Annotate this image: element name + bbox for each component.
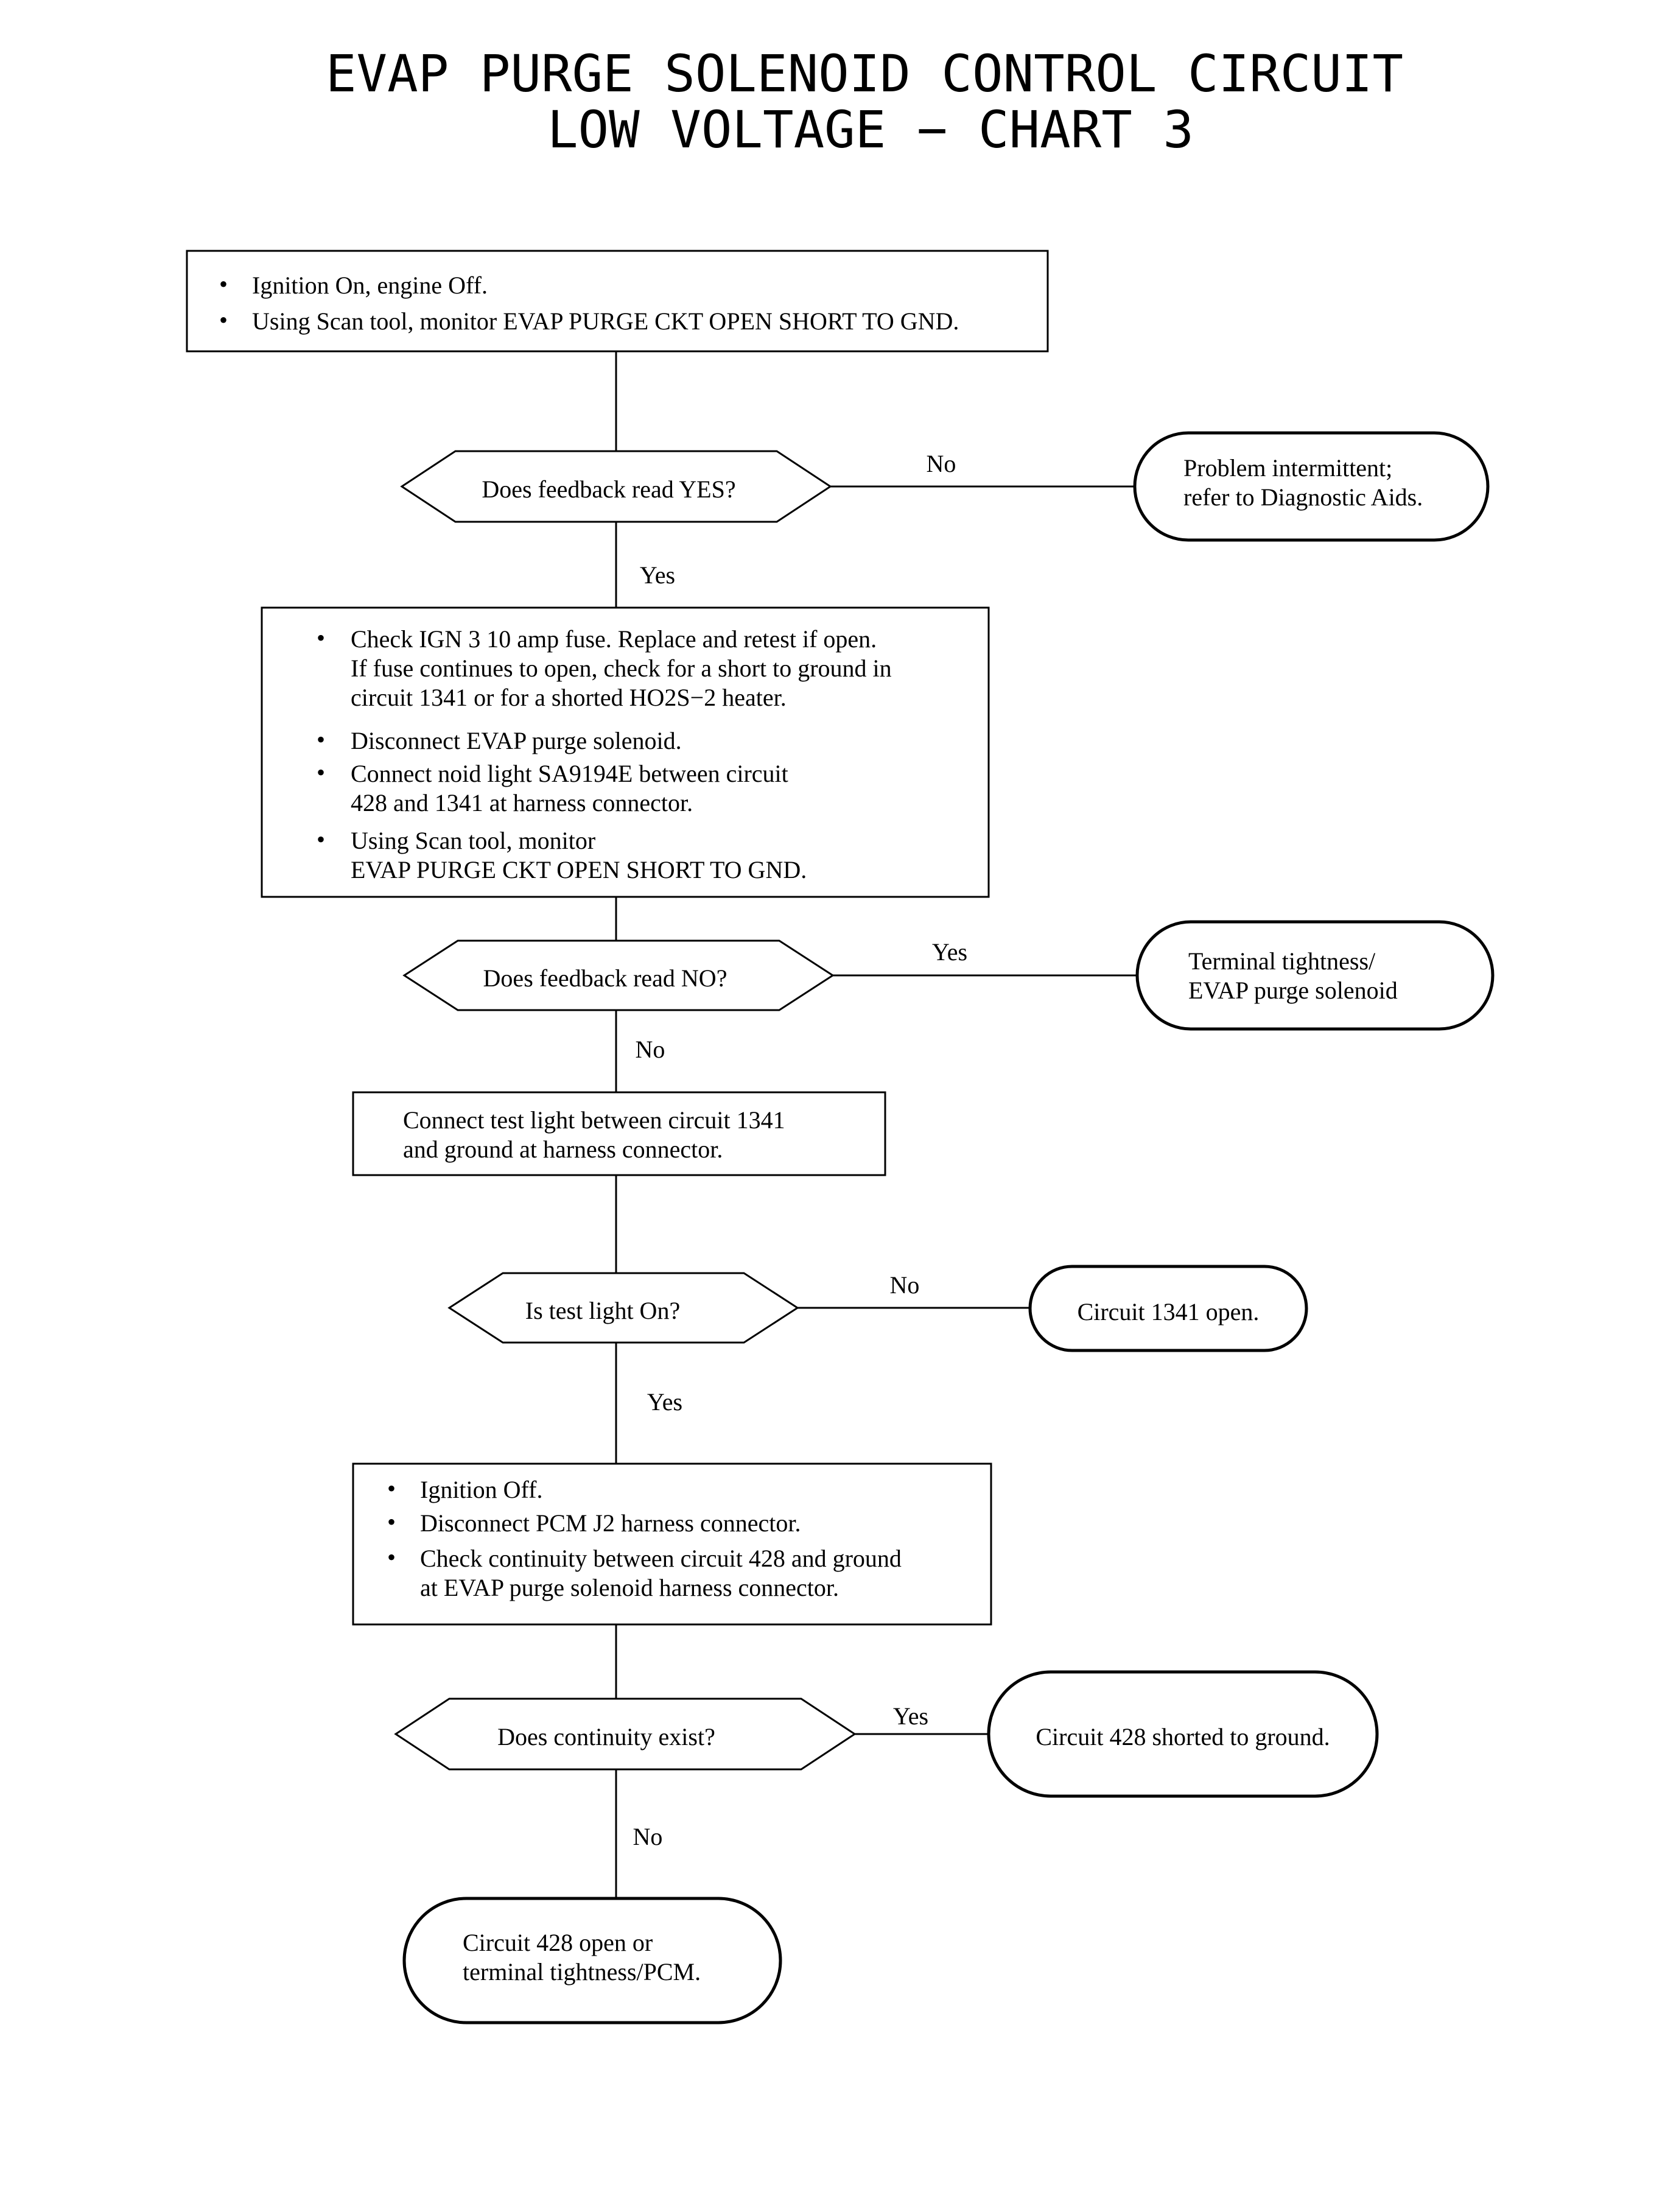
step-box-3-frame	[352, 1091, 886, 1176]
outcome-terminal-1-frame	[1133, 431, 1490, 542]
bullet-glyph: •	[387, 1475, 396, 1502]
decision-4-question: Does continuity exist?	[497, 1723, 715, 1750]
step-box-2: • Check IGN 3 10 amp fuse. Replace and r…	[261, 606, 990, 898]
bullet-glyph: •	[219, 270, 228, 298]
step-2-item-3-line-2: 428 and 1341 at harness connector.	[351, 789, 693, 816]
outcome-terminal-2-frame	[1135, 920, 1495, 1031]
step-3-line-2: and ground at harness connector.	[403, 1136, 723, 1163]
connectors	[615, 351, 1137, 1898]
outcome-2-line-1: Terminal tightness/	[1188, 947, 1376, 975]
branch-label-d4-no: No	[633, 1823, 663, 1850]
outcome-5-line-2: terminal tightness/PCM.	[463, 1958, 701, 1986]
outcome-3-line-1: Circuit 1341 open.	[1078, 1298, 1260, 1325]
bullet-glyph: •	[317, 759, 325, 786]
branch-label-d2-no: No	[636, 1036, 665, 1063]
step-4-item-2: Disconnect PCM J2 harness connector.	[420, 1509, 801, 1537]
step-2-item-1-line-1: Check IGN 3 10 amp fuse. Replace and ret…	[351, 625, 877, 653]
decision-1-question: Does feedback read YES?	[482, 476, 735, 503]
chart-title-line-1: EVAP PURGE SOLENOID CONTROL CIRCUIT	[326, 44, 1403, 104]
decision-1: Does feedback read YES?	[400, 450, 832, 523]
branch-label-d4-yes: Yes	[893, 1702, 928, 1730]
step-4-item-3-line-2: at EVAP purge solenoid harness connector…	[420, 1574, 839, 1601]
decision-3: Is test light On?	[447, 1272, 799, 1344]
outcome-1-line-2: refer to Diagnostic Aids.	[1183, 483, 1423, 511]
outcome-5-line-1: Circuit 428 open or	[463, 1929, 653, 1956]
bullet-glyph: •	[387, 1543, 396, 1571]
bullet-glyph: •	[317, 624, 325, 651]
bullet-glyph: •	[317, 826, 325, 853]
step-4-item-3-line-1: Check continuity between circuit 428 and…	[420, 1545, 902, 1572]
step-box-1: • Ignition On, engine Off. • Using Scan …	[186, 250, 1049, 353]
branch-label-d1-yes: Yes	[640, 561, 675, 589]
branch-label-d1-no: No	[927, 450, 956, 477]
bullet-glyph: •	[219, 306, 228, 334]
step-2-item-4-line-1: Using Scan tool, monitor	[351, 827, 595, 854]
step-3-line-1: Connect test light between circuit 1341	[403, 1106, 785, 1134]
step-2-item-2: Disconnect EVAP purge solenoid.	[351, 727, 682, 754]
step-1-item-2: Using Scan tool, monitor EVAP PURGE CKT …	[252, 307, 959, 335]
step-2-item-3-line-1: Connect noid light SA9194E between circu…	[351, 760, 788, 787]
branch-label-d3-no: No	[890, 1271, 920, 1299]
bullet-glyph: •	[387, 1508, 396, 1536]
step-1-item-1: Ignition On, engine Off.	[252, 272, 488, 299]
decision-3-question: Is test light On?	[525, 1297, 680, 1324]
step-4-item-1: Ignition Off.	[420, 1476, 542, 1503]
step-box-2-frame	[261, 606, 990, 898]
outcome-terminal-5-frame	[402, 1897, 782, 2024]
outcome-terminal-3: Circuit 1341 open.	[1028, 1265, 1308, 1352]
decision-4: Does continuity exist?	[394, 1698, 857, 1771]
step-box-4-frame	[352, 1462, 992, 1626]
chart-title-line-2: LOW VOLTAGE − CHART 3	[547, 100, 1194, 160]
decision-4-hexagon	[394, 1698, 857, 1771]
step-box-1-frame	[186, 250, 1049, 353]
step-box-3: Connect test light between circuit 1341 …	[352, 1091, 886, 1176]
step-2-item-1-line-3: circuit 1341 or for a shorted HO2S−2 hea…	[351, 684, 787, 711]
decision-2-hexagon	[402, 939, 835, 1011]
decision-2-question: Does feedback read NO?	[483, 964, 727, 992]
decision-2: Does feedback read NO?	[402, 939, 835, 1011]
outcome-terminal-4: Circuit 428 shorted to ground.	[987, 1670, 1379, 1798]
outcome-2-line-2: EVAP purge solenoid	[1188, 977, 1398, 1004]
outcome-terminal-4-frame	[987, 1670, 1379, 1798]
decision-1-hexagon	[400, 450, 832, 523]
outcome-1-line-1: Problem intermittent;	[1183, 454, 1392, 482]
outcome-terminal-5: Circuit 428 open or terminal tightness/P…	[402, 1897, 782, 2024]
bullet-glyph: •	[317, 726, 325, 753]
decision-3-hexagon	[447, 1272, 799, 1344]
outcome-terminal-1: Problem intermittent; refer to Diagnosti…	[1133, 431, 1490, 542]
step-2-item-1-line-2: If fuse continues to open, check for a s…	[351, 655, 892, 682]
branch-label-d2-yes: Yes	[932, 938, 967, 966]
outcome-terminal-2: Terminal tightness/ EVAP purge solenoid	[1135, 920, 1495, 1031]
branch-label-d3-yes: Yes	[647, 1388, 682, 1416]
step-2-item-4-line-2: EVAP PURGE CKT OPEN SHORT TO GND.	[351, 856, 807, 883]
outcome-terminal-3-frame	[1028, 1265, 1308, 1352]
outcome-4-line-1: Circuit 428 shorted to ground.	[1036, 1723, 1330, 1750]
step-box-4: • Ignition Off. • Disconnect PCM J2 harn…	[352, 1462, 992, 1626]
